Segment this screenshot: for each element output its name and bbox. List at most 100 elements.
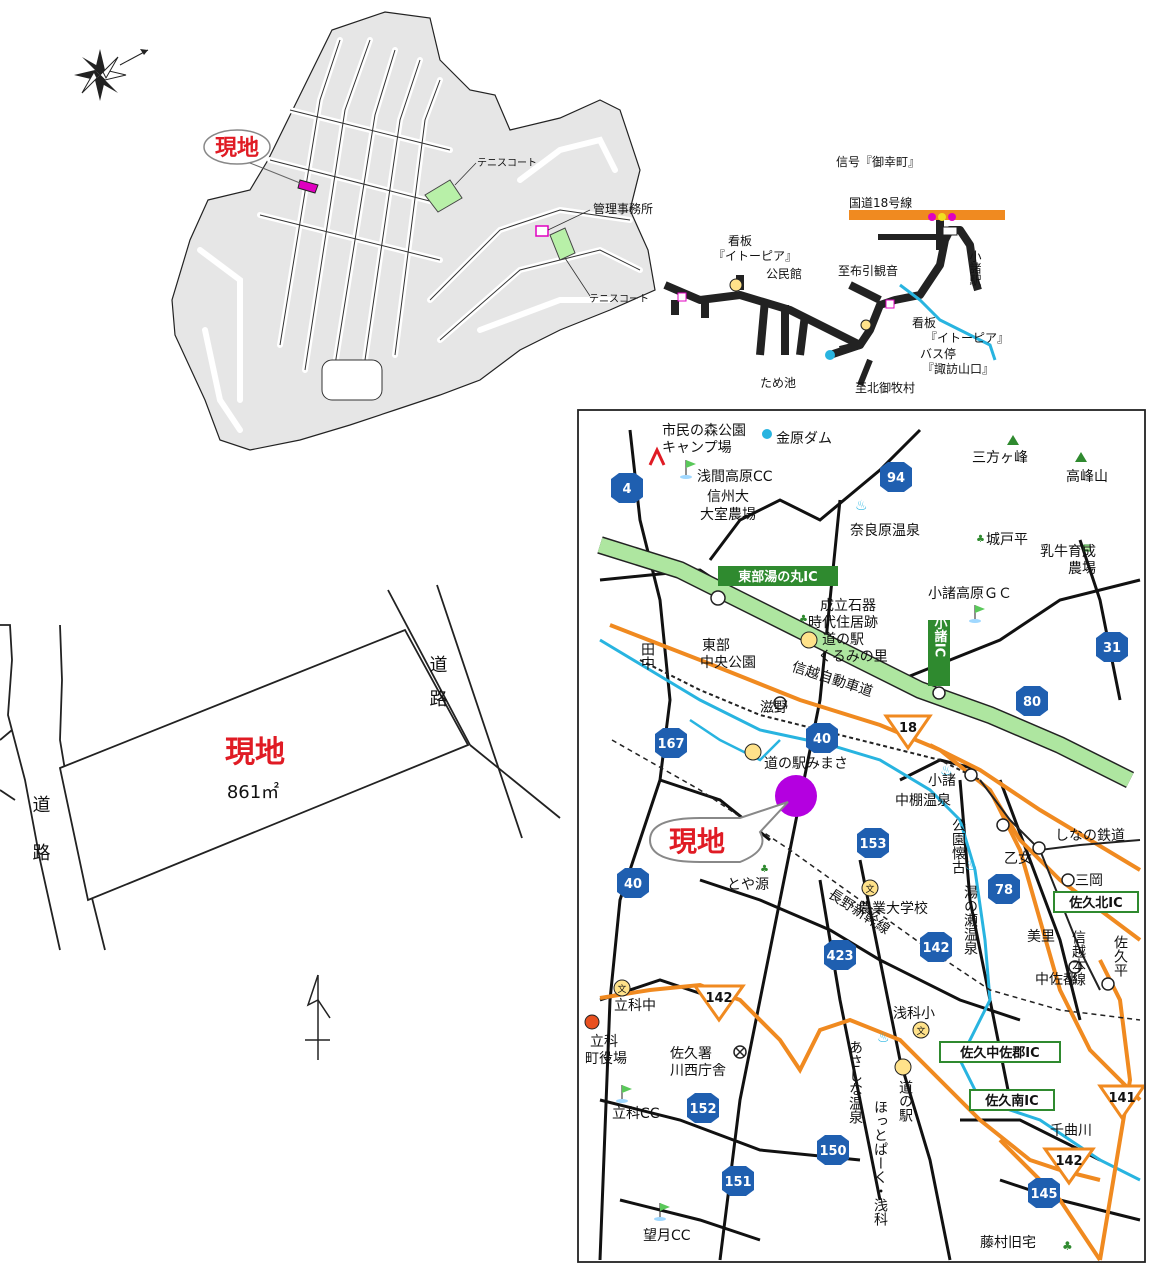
plot-parcel bbox=[58, 628, 470, 902]
place-label: 佐久平 bbox=[1112, 935, 1128, 977]
school-icon: 文 bbox=[613, 979, 631, 997]
golf-flag-icon bbox=[680, 460, 696, 479]
site-label: 現地 bbox=[215, 136, 259, 161]
place-label: 成立石器 bbox=[820, 598, 876, 614]
place-label: 市民の森公園 bbox=[662, 422, 746, 439]
place-label: しなの鉄道 bbox=[1055, 828, 1125, 844]
access-route-map: 看板 『イトーピア』 公民館 ため池 信号『御幸町』 国道18号線 小諸駅 至布… bbox=[663, 154, 1009, 395]
place-label: 道の駅みまさ bbox=[764, 756, 848, 772]
ic-label: 東部湯の丸IC bbox=[738, 569, 817, 585]
place-label: 奈良原温泉 bbox=[850, 522, 920, 539]
tennis-label: テニスコート bbox=[589, 294, 649, 305]
svg-text:『イトーピア』: 『イトーピア』 bbox=[925, 331, 1009, 345]
ic-labels: 東部湯の丸IC 小諸IC 佐久北IC 佐久中佐郡IC 佐久南IC bbox=[710, 566, 1139, 1111]
road-label: 道路 bbox=[30, 795, 51, 891]
place-label: 時代住居跡 bbox=[808, 615, 878, 631]
svg-text:『諏訪山口』: 『諏訪山口』 bbox=[922, 361, 994, 376]
plot-map: 現地 861㎡ 道路 道路 bbox=[0, 584, 561, 1060]
golf-flag-icon bbox=[616, 1085, 632, 1103]
place-label: 信越本線 bbox=[1070, 930, 1086, 986]
national-route-shield: 142 bbox=[1055, 1154, 1082, 1169]
place-label: 立科 bbox=[590, 1034, 618, 1050]
place-label: 小諸 bbox=[928, 773, 956, 789]
plot-site-label: 現地 bbox=[225, 735, 285, 770]
place-label: 道の駅 bbox=[897, 1080, 913, 1122]
hot-spring-icon: ♨ bbox=[877, 1030, 890, 1046]
svg-text:小諸駅: 小諸駅 bbox=[968, 250, 982, 287]
park-icon: ♣ bbox=[976, 534, 985, 545]
national-route-shield: 141 bbox=[1108, 1091, 1135, 1106]
place-label: 乳牛育成 bbox=[1040, 544, 1096, 560]
place-label: 湯の瀬温泉 bbox=[962, 884, 978, 955]
ic-label: 佐久北IC bbox=[1068, 895, 1122, 911]
place-label: くるみの里 bbox=[818, 649, 888, 665]
office-icon bbox=[535, 225, 549, 237]
route-shield: 151 bbox=[724, 1175, 751, 1190]
svg-text:至布引観音: 至布引観音 bbox=[838, 263, 898, 278]
park-icon: ♣ bbox=[760, 864, 769, 875]
place-label: ほっとぱーく・浅科 bbox=[872, 1100, 888, 1226]
park-icon: ♣ bbox=[799, 614, 808, 625]
park-icon: ♣ bbox=[1062, 1239, 1073, 1253]
ic-label: 佐久南IC bbox=[984, 1093, 1038, 1109]
route-shield: 167 bbox=[657, 737, 684, 752]
route-shields: 4 94 31 80 167 40 153 78 40 423 142 152 … bbox=[611, 462, 1128, 1208]
place-label: 道の駅 bbox=[822, 632, 864, 648]
golf-flag-icon bbox=[654, 1203, 670, 1221]
hot-spring-icon: ♨ bbox=[965, 858, 978, 874]
area-site-callout bbox=[648, 801, 789, 863]
school-icon: 文 bbox=[912, 1021, 930, 1039]
national-route-shields: 18 142 141 142 bbox=[692, 714, 1144, 1186]
svg-text:看板: 看板 bbox=[728, 234, 752, 248]
place-label: 滋野 bbox=[760, 700, 788, 716]
svg-text:至北御牧村: 至北御牧村 bbox=[855, 380, 915, 395]
area-site-marker bbox=[775, 775, 817, 817]
tennis-court bbox=[549, 227, 576, 261]
compass-rose-icon bbox=[74, 49, 149, 101]
block bbox=[321, 359, 383, 401]
road-label: 道路 bbox=[427, 655, 448, 723]
svg-text:信号『御幸町』: 信号『御幸町』 bbox=[836, 154, 920, 169]
place-label: とや源 bbox=[727, 877, 769, 893]
route-shield: 78 bbox=[995, 883, 1013, 898]
place-label: 信州大 bbox=[707, 489, 749, 505]
national-route-shield: 18 bbox=[899, 721, 917, 736]
svg-text:文: 文 bbox=[617, 983, 626, 995]
place-label: 金原ダム bbox=[776, 431, 832, 447]
svg-text:国道18号線: 国道18号線 bbox=[849, 195, 912, 210]
place-label: 浅間高原CC bbox=[697, 468, 773, 485]
hot-spring-icon: ♨ bbox=[940, 763, 953, 779]
place-label: 城戸平 bbox=[986, 532, 1028, 548]
route-shield: 145 bbox=[1030, 1187, 1057, 1202]
place-label: 中央公園 bbox=[700, 655, 756, 671]
subdivision-map: 現地 テニスコート 管理事務所 テニスコート bbox=[74, 11, 656, 451]
area-map: 4 94 31 80 167 40 153 78 40 423 142 152 … bbox=[577, 409, 1146, 1263]
svg-text:看板: 看板 bbox=[912, 316, 936, 330]
route-shield: 80 bbox=[1023, 695, 1041, 710]
place-label: 望月CC bbox=[643, 1228, 691, 1244]
area-site-label: 現地 bbox=[669, 825, 725, 858]
ic-label: 小諸IC bbox=[932, 617, 948, 657]
place-label: 町役場 bbox=[585, 1051, 627, 1067]
route-shield: 152 bbox=[689, 1102, 716, 1117]
route-shield: 40 bbox=[813, 732, 831, 747]
place-label: あさしな温泉 bbox=[847, 1040, 863, 1124]
school-icon: 文 bbox=[861, 879, 879, 897]
route18-bar bbox=[849, 210, 1005, 220]
town-hall-icon bbox=[584, 1014, 600, 1030]
plot-area: 861㎡ bbox=[227, 781, 279, 803]
svg-text:公民館: 公民館 bbox=[766, 266, 802, 281]
golf-flag-icon bbox=[969, 605, 985, 623]
place-label: 美里 bbox=[1027, 929, 1055, 945]
route-shield: 94 bbox=[887, 471, 905, 486]
svg-text:『イトーピア』: 『イトーピア』 bbox=[713, 249, 797, 263]
shinkansen-line bbox=[611, 739, 1141, 1021]
site-marker bbox=[297, 179, 319, 194]
police-icon bbox=[733, 1045, 747, 1059]
place-label: 高峰山 bbox=[1066, 468, 1108, 485]
route-shield: 150 bbox=[819, 1144, 846, 1159]
mountain-icon bbox=[1075, 452, 1087, 462]
place-label: 公園懐古 bbox=[950, 818, 966, 874]
svg-text:ため池: ため池 bbox=[760, 376, 796, 390]
north-arrow-icon bbox=[305, 974, 331, 1060]
